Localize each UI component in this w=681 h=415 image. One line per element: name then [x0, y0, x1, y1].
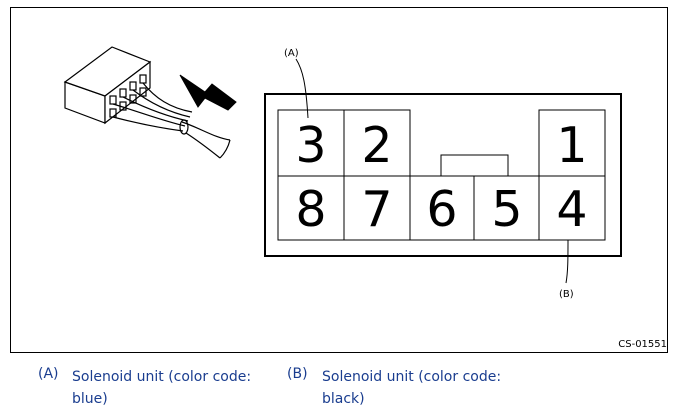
pin-cell-7 — [343, 175, 411, 241]
connector-sketch — [63, 46, 231, 159]
pin-label: 8 — [295, 181, 326, 238]
locking-tab — [440, 154, 509, 177]
pin-cell-4 — [538, 175, 606, 241]
pin-label: 7 — [361, 181, 392, 238]
pin-label: 4 — [556, 181, 587, 238]
legend-key: (A) — [38, 366, 59, 382]
callout-label-a: (A) — [284, 48, 299, 59]
figure-frame — [10, 7, 668, 353]
connector-diagram: 3 2 1 8 7 6 5 4 (A) (B) CS-01551 — [63, 46, 667, 350]
pin-label: 2 — [361, 117, 392, 174]
direction-arrow — [179, 74, 237, 111]
legend-key: (B) — [287, 366, 308, 382]
pin-cell-3 — [277, 109, 345, 177]
pin-label: 5 — [491, 181, 522, 238]
pin-cell-6 — [409, 175, 475, 241]
callout-label-b: (B) — [559, 289, 574, 300]
pin-cell-5 — [473, 175, 540, 241]
pin-cell-2 — [343, 109, 411, 177]
pin-label: 1 — [556, 117, 587, 174]
legend: (A) Solenoid unit (color code: blue) (B)… — [0, 366, 681, 414]
figure-id: CS-01551 — [618, 339, 667, 350]
pin-cell-8 — [277, 175, 345, 241]
callout-leader-b — [565, 239, 569, 284]
callout-leader-a — [295, 58, 309, 119]
pin-label: 6 — [426, 181, 457, 238]
legend-text: Solenoid unit (color code: black) — [322, 369, 502, 407]
legend-text: Solenoid unit (color code: blue) — [72, 369, 252, 407]
pin-label: 3 — [295, 117, 326, 174]
